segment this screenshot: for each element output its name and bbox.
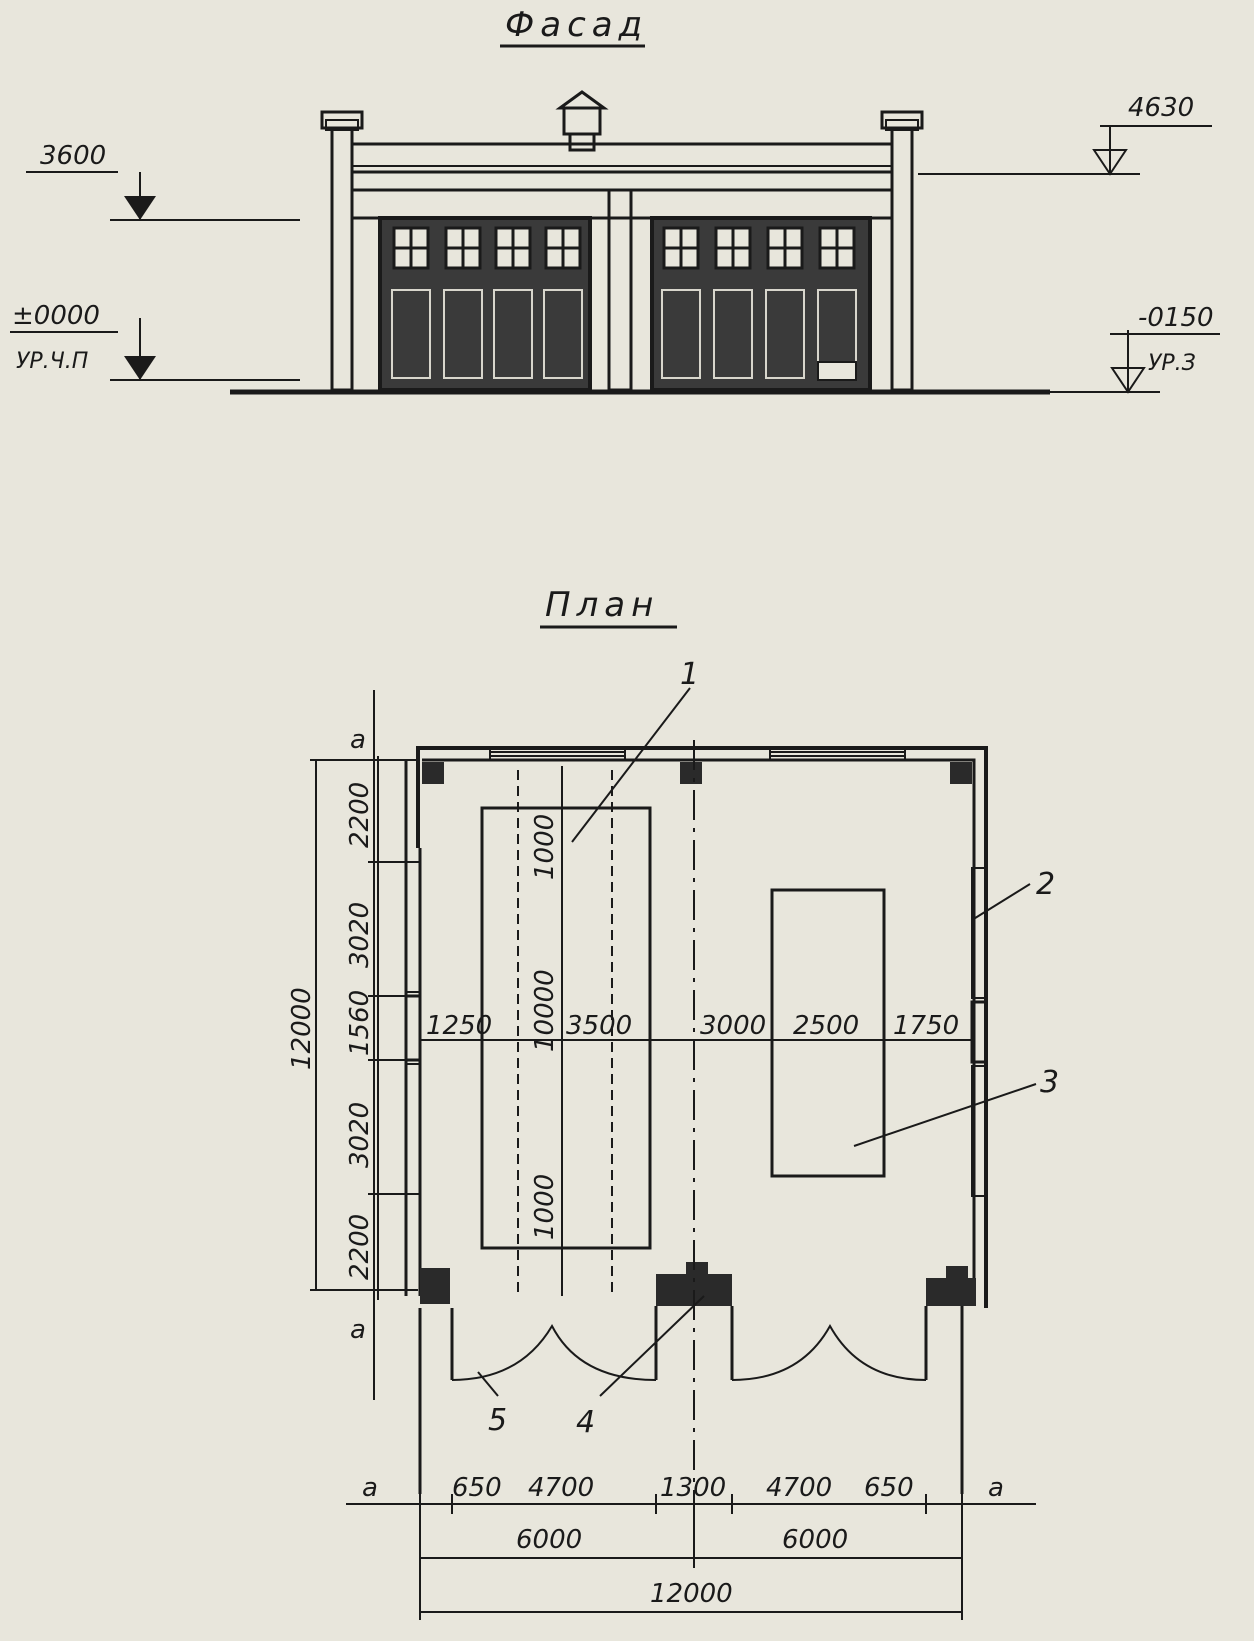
callout-4: 4 (576, 1405, 595, 1440)
bottom-dim-650-left: 650 (452, 1473, 502, 1503)
level-zero-note: УР.Ч.П (16, 349, 88, 374)
mid-dim-3000: 3000 (700, 1011, 766, 1041)
facade-view: Фасад (10, 5, 1220, 395)
left-total-12000: 12000 (287, 987, 317, 1070)
bottom-dim-1300: 1300 (660, 1473, 726, 1503)
right-gate-swing (731, 1323, 927, 1381)
callout-3: 3 (1040, 1065, 1059, 1100)
level-zero-label: ±0000 (12, 301, 100, 331)
gate-window-bars (394, 228, 854, 268)
right-post-cap (880, 110, 924, 130)
bay-dim-left: 6000 (516, 1525, 582, 1555)
a-mark-bottom-left: a (362, 1473, 378, 1503)
level-minus-note: УР.З (1148, 351, 1196, 376)
level-4630-marker (1092, 149, 1128, 176)
column-bottom-left (420, 1268, 450, 1304)
pit-dim-1000-bottom: 1000 (530, 1174, 560, 1240)
left-gate-swing (451, 1323, 657, 1381)
bottom-dim-4700-left: 4700 (528, 1473, 594, 1503)
inspection-pit (480, 806, 652, 1250)
mid-dim-1250: 1250 (426, 1011, 492, 1041)
center-pier (607, 188, 633, 392)
callout-2: 2 (1036, 867, 1055, 902)
callout-1-leader (571, 687, 691, 843)
callout-4-leader (599, 1295, 705, 1397)
pit-dim-10000: 10000 (530, 969, 560, 1052)
left-post-cap (320, 110, 364, 130)
callout-5-leader (477, 1371, 499, 1397)
callout-1: 1 (680, 657, 699, 692)
left-dim-3020-bottom: 3020 (345, 1102, 375, 1168)
a-mark-top: a (350, 725, 366, 755)
left-windows (404, 861, 422, 1195)
column-bottom-mid-top (686, 1262, 708, 1276)
left-dim-3020-top: 3020 (345, 902, 375, 968)
facade-title: Фасад (505, 5, 648, 45)
gate-panels (391, 289, 857, 379)
level-minus-label: -0150 (1138, 303, 1214, 333)
column-top-left (422, 762, 444, 784)
column-top-mid (680, 762, 702, 784)
column-bottom-right-top (946, 1266, 968, 1280)
inner-wall (422, 758, 976, 1298)
mid-dim-1750: 1750 (893, 1011, 959, 1041)
left-post-cap-base (325, 119, 359, 131)
bottom-dim-650-right: 650 (864, 1473, 914, 1503)
gate-openings (418, 1306, 964, 1494)
mid-dim-3500: 3500 (566, 1011, 632, 1041)
a-mark-bottom-right: a (988, 1473, 1004, 1503)
level-4630-label: 4630 (1128, 93, 1194, 123)
column-top-right (950, 762, 972, 784)
pit-dim-1000-top: 1000 (530, 814, 560, 880)
bottom-dim-ticks (419, 1494, 963, 1620)
right-windows (970, 867, 988, 1197)
top-windows (489, 748, 906, 760)
lamp-base (568, 132, 596, 152)
left-dim-2200-top: 2200 (345, 782, 375, 848)
right-post-cap-base (885, 119, 919, 131)
bay-dim-right: 6000 (782, 1525, 848, 1555)
left-dim-2200-bottom: 2200 (345, 1214, 375, 1280)
mid-dim-2500: 2500 (793, 1011, 859, 1041)
wicket-plate (817, 361, 857, 381)
mid-dim-ticks (481, 1030, 885, 1050)
column-bottom-right (926, 1278, 976, 1306)
parapet (350, 142, 894, 174)
bottom-total-12000: 12000 (650, 1579, 733, 1609)
callout-3-leader (853, 1083, 1037, 1147)
level-zero-marker (124, 356, 156, 380)
level-3600-marker (124, 196, 156, 220)
plan-title: План (545, 585, 659, 625)
left-dim-1560: 1560 (345, 990, 375, 1056)
callout-5: 5 (488, 1403, 507, 1438)
level-minus-marker (1110, 367, 1146, 394)
plan-view: План (287, 585, 1059, 1620)
level-3600-label: 3600 (40, 141, 106, 171)
callout-2-leader (971, 883, 1031, 921)
a-mark-left: a (350, 1315, 366, 1345)
bottom-dim-4700-right: 4700 (766, 1473, 832, 1503)
